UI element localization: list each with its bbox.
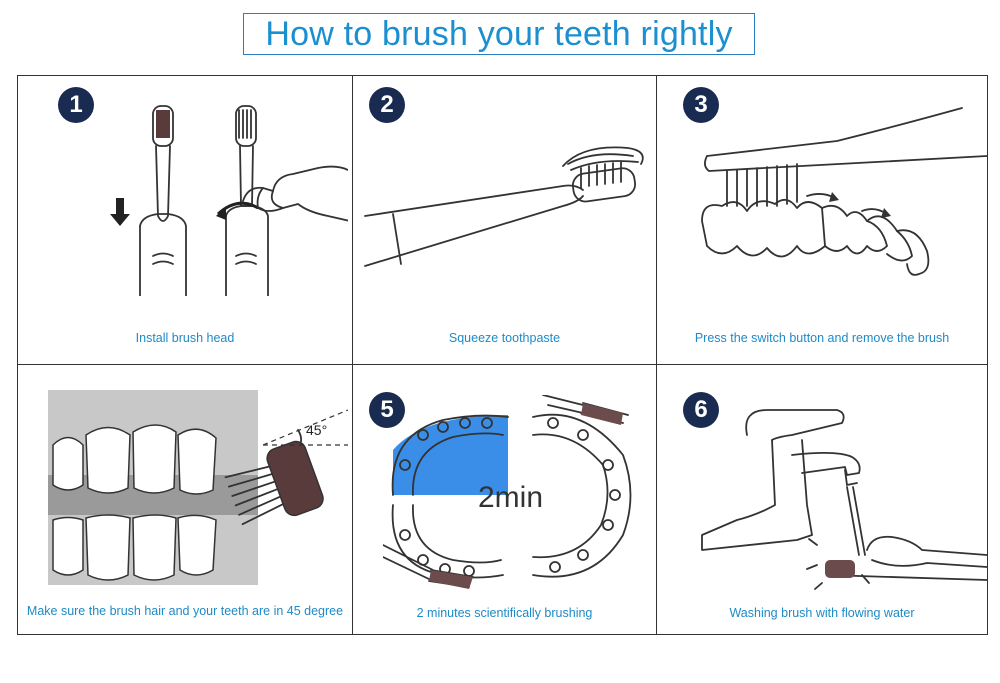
step-1-panel: 1 Install brush head bbox=[17, 75, 353, 365]
brush-angle-illustration: 45° bbox=[48, 390, 348, 585]
step-5-panel: 5 2min 2 minutes scientifically brushing bbox=[353, 365, 657, 635]
step-4-panel: 4 45° Make sure the br bbox=[17, 365, 353, 635]
step-5-caption: 2 minutes scientifically brushing bbox=[416, 606, 593, 620]
step-2-number-badge: 2 bbox=[369, 87, 405, 123]
step-6-number-badge: 6 bbox=[683, 392, 719, 428]
remove-brush-illustration bbox=[701, 107, 987, 276]
step-6-caption: Washing brush with flowing water bbox=[729, 606, 915, 620]
duration-label: 2min bbox=[478, 481, 543, 514]
step-4-caption: Make sure the brush hair and your teeth … bbox=[26, 604, 344, 618]
arrow-down-icon bbox=[110, 198, 130, 226]
page-title: How to brush your teeth rightly bbox=[265, 14, 733, 53]
steps-grid: 1 Install brush head bbox=[17, 75, 988, 635]
brushing-diagram-illustration: 2min bbox=[383, 395, 632, 589]
step-5-number-badge: 5 bbox=[369, 392, 405, 428]
step-2-caption: Squeeze toothpaste bbox=[448, 331, 561, 345]
angle-label: 45° bbox=[306, 422, 327, 438]
step-1-caption: Install brush head bbox=[135, 331, 235, 345]
step-3-caption: Press the switch button and remove the b… bbox=[694, 331, 950, 345]
squeeze-toothpaste-illustration bbox=[364, 146, 644, 267]
step-2-panel: 2 Squeeze toothpaste bbox=[353, 75, 657, 365]
step-3-panel: 3 Press the switch button and remove the… bbox=[657, 75, 988, 365]
step-6-panel: 6 Washing brush with flowing water bbox=[657, 365, 988, 635]
brushing-quadrant-highlight bbox=[393, 415, 508, 495]
title-box: How to brush your teeth rightly bbox=[243, 13, 755, 55]
faucet-illustration bbox=[701, 409, 987, 590]
step-1-number-badge: 1 bbox=[58, 87, 94, 123]
install-brush-head-illustration bbox=[110, 105, 348, 296]
step-3-number-badge: 3 bbox=[683, 87, 719, 123]
